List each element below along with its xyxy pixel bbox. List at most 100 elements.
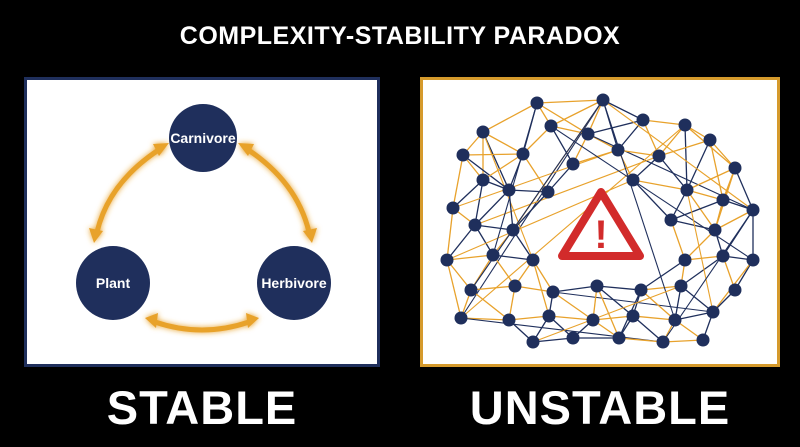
diagram-title: COMPLEXITY-STABILITY PARADOX: [179, 22, 621, 50]
warning-symbol: !: [594, 213, 607, 257]
network-edge: [680, 255, 724, 287]
node-herbivore-label: Herbivore: [261, 275, 327, 291]
network-node: [656, 335, 670, 349]
network-edge: [470, 285, 516, 291]
arrowhead-icon: [238, 143, 254, 156]
network-node: [716, 193, 730, 207]
network-edge: [640, 285, 682, 291]
network-edge: [658, 124, 686, 157]
network-node: [486, 248, 500, 262]
network-edge: [522, 153, 549, 193]
network-node: [476, 173, 490, 187]
network-edge: [596, 285, 634, 317]
arrowhead-icon: [303, 228, 317, 243]
network-edge: [508, 315, 550, 321]
network-edge: [632, 179, 672, 221]
network-edge: [602, 99, 676, 321]
network-edge: [512, 191, 549, 231]
network-node: [530, 96, 544, 110]
network-node: [440, 253, 454, 267]
network-edge: [642, 119, 686, 126]
network-edge: [684, 229, 716, 261]
network-edge: [548, 315, 594, 321]
arrow-plant-herbivore: [152, 319, 252, 333]
network-node: [708, 223, 722, 237]
arrow-carnivore-herbivore: [244, 146, 312, 235]
network-edge: [460, 317, 664, 343]
network-node: [668, 313, 682, 327]
network-edge: [492, 254, 534, 261]
network-node: [706, 305, 720, 319]
network-edge: [680, 285, 714, 313]
arrow-carnivore-plant: [94, 146, 163, 235]
arrowhead-icon: [145, 313, 158, 328]
node-carnivore-label: Carnivore: [170, 130, 236, 146]
network-node: [680, 183, 694, 197]
network-edge: [452, 179, 484, 209]
network-node: [454, 311, 468, 325]
network-edge: [632, 315, 676, 321]
network-edge: [552, 291, 594, 321]
network-node: [546, 285, 560, 299]
network-node: [746, 253, 760, 267]
network-edge: [596, 285, 620, 339]
node-plant: Plant: [76, 246, 150, 320]
network-edge: [632, 315, 664, 343]
network-node: [728, 161, 742, 175]
network-edge: [532, 285, 682, 343]
stable-panel: Carnivore Plant Herbivore: [24, 77, 380, 367]
network-edge: [508, 189, 549, 193]
network-edge: [602, 99, 644, 121]
node-carnivore: Carnivore: [169, 104, 237, 172]
network-node: [502, 313, 516, 327]
network-edge: [617, 119, 644, 151]
network-edge: [596, 285, 642, 291]
network-edge: [684, 124, 688, 191]
network-edge: [662, 339, 704, 343]
network-node: [566, 331, 580, 345]
network-edge: [462, 153, 524, 156]
network-edge: [452, 149, 619, 209]
node-plant-label: Plant: [96, 275, 131, 291]
network-edge: [640, 289, 676, 321]
unstable-label: UNSTABLE: [469, 381, 731, 434]
stable-label: STABLE: [106, 381, 298, 434]
network-node: [611, 143, 625, 157]
network-node: [696, 333, 710, 347]
network-node: [456, 148, 470, 162]
network-edge: [532, 259, 550, 317]
network-node: [544, 119, 558, 133]
network-node: [516, 147, 530, 161]
network-edge: [617, 149, 660, 157]
network-node: [664, 213, 678, 227]
network-node: [502, 183, 516, 197]
network-edge: [474, 189, 510, 226]
network-edge: [470, 289, 510, 321]
network-edge: [658, 155, 688, 191]
network-edge: [446, 254, 494, 261]
network-node: [626, 309, 640, 323]
network-node: [746, 203, 760, 217]
network-node: [678, 118, 692, 132]
stable-food-chain-diagram: Carnivore Plant Herbivore: [76, 104, 331, 333]
network-edge: [592, 315, 634, 321]
network-edge: [640, 259, 686, 291]
network-edge: [550, 99, 604, 127]
network-node: [612, 331, 626, 345]
network-edge: [446, 224, 476, 261]
network-edge: [462, 154, 510, 191]
network-edge: [474, 155, 660, 226]
network-node: [526, 335, 540, 349]
network-node: [596, 93, 610, 107]
network-node: [468, 218, 482, 232]
network-edge: [460, 317, 510, 321]
network-node: [464, 283, 478, 297]
arrowhead-icon: [153, 143, 169, 156]
network-node: [506, 223, 520, 237]
network-edge: [482, 131, 524, 155]
network-edge: [632, 179, 688, 191]
network-node: [542, 309, 556, 323]
network-node: [728, 283, 742, 297]
network-edge: [670, 219, 686, 261]
network-edge: [734, 167, 754, 211]
